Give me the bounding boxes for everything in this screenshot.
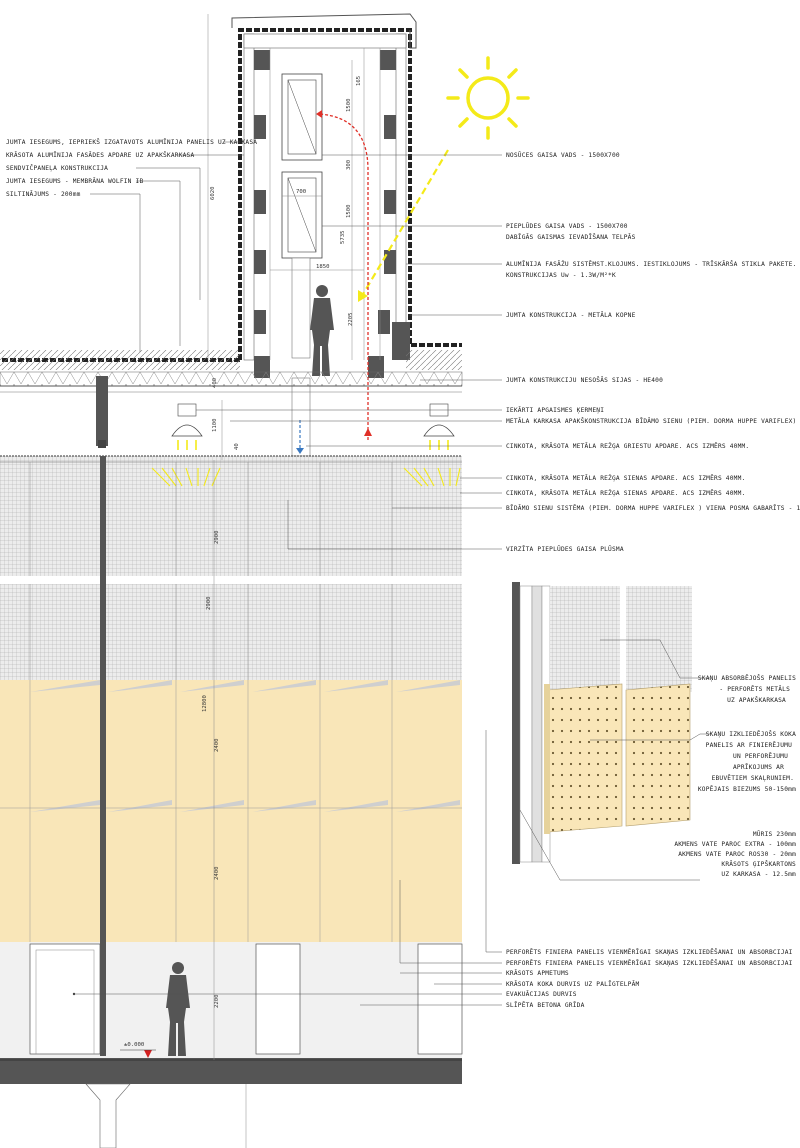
label-bottom-3: KRĀSOTA KOKA DURVIS UZ PALĪGTELPĀM: [506, 979, 640, 988]
label-right-7: IEKĀRTI APGAISMES ĶERMEŅI: [506, 405, 604, 415]
level-marker-icon: ±0.000: [120, 1042, 156, 1058]
ceiling-mesh: [0, 455, 462, 576]
dim-165: 165: [356, 76, 362, 86]
dimension-lines: 6020 165 1500 300 1500 700 5735 1850 220…: [202, 14, 362, 1060]
dim-2900b: 2900: [206, 597, 212, 610]
label-left-2: SENDVIČPANEĻA KONSTRUKCIJA: [6, 163, 108, 173]
label-bottom-5: SLĪPĒTA BETONA GRĪDA: [506, 1000, 585, 1009]
label-left-4: SILTINĀJUMS - 200mm: [6, 189, 81, 198]
label-right-13: VIRZĪTA PIEPLŪDES GAISA PLŪSMA: [506, 544, 624, 553]
label-bottom-1: PERFORĒTS FINIERA PANELIS VIENMĒRĪGAI SK…: [506, 958, 793, 968]
sun-icon: [446, 56, 530, 140]
dim-1100: 1100: [212, 419, 218, 432]
detail-label: UZ APAKŠKARKASA: [727, 695, 786, 704]
label-right-11: CINKOTA, KRĀSOTA METĀLA REŽĢA SIENAS APD…: [506, 488, 745, 498]
person-icon: [310, 285, 334, 376]
detail-label: AKMENS VATE PAROC EXTRA - 100mm: [674, 841, 796, 848]
roof-monitor: [0, 13, 462, 457]
label-right-9: CINKOTA, KRĀSOTA METĀLA REŽĢA GRIESTU AP…: [506, 441, 749, 451]
dim-2200: 2200: [214, 995, 220, 1008]
dim-1500a: 1500: [346, 99, 352, 112]
label-right-6: JUMTA KONSTRUKCIJU NESOŠĀS SIJAS - HE400: [506, 375, 663, 384]
label-left-3: JUMTA IESEGUMS - MEMBRĀNA WOLFIN IB: [6, 176, 143, 185]
dim-40: 40: [234, 443, 240, 450]
label-bottom-4: EVAKUĀCIJAS DURVIS: [506, 989, 577, 998]
left-labels: JUMTA IESEGUMS, IEPRIEKŠ IZGATAVOTS ALUM…: [6, 137, 257, 352]
detail-label: UZ KARKASA - 12.5mm: [721, 871, 796, 878]
detail-label: SKAŅU IZKLIEDĒJOŠS KOKA: [706, 729, 796, 739]
detail-label: EBUVĒTIEM SKAĻRUNIEM.: [712, 773, 794, 783]
wood-panels: [0, 680, 462, 942]
detail-label: APRĪKOJUMS AR: [733, 762, 784, 771]
wall-detail: [512, 582, 692, 864]
label-right-1: PIEPLŪDES GAISA VADS - 1500X700: [506, 221, 628, 230]
detail-label: MŪRIS 230mm: [753, 829, 796, 838]
wall-mesh: [0, 584, 462, 684]
label-right-2: DABĪGĀS GAISMAS IEVADĪŠANA TELPĀS: [506, 232, 636, 241]
detail-label: - PERFORĒTS METĀLS: [719, 684, 790, 693]
detail-label: KRĀSOTS ĢIPŠKARTONS: [721, 859, 796, 869]
label-left-1: KRĀSOTA ALUMĪNIJA FASĀDES APDARE UZ APAK…: [6, 150, 194, 159]
dim-roof-height: 6020: [210, 187, 216, 200]
dim-2900a: 2900: [214, 531, 220, 544]
label-right-3: ALUMĪNIJA FASĀŽU SISTĒMST.KLOJUMS. IESTI…: [506, 259, 800, 268]
ground-floor: [0, 942, 463, 1148]
detail-label: UN PERFORĒJUMU: [733, 751, 788, 760]
light-fixture-icon: [423, 403, 455, 450]
label-bottom-0: PERFORĒTS FINIERA PANELIS VIENMĒRĪGAI SK…: [506, 947, 793, 957]
person-icon: [166, 962, 190, 1056]
right-labels: NOSŪCES GAISA VADS - 1500X700 PIEPLŪDES …: [196, 150, 800, 553]
label-right-8: METĀLA KARKASA APAKŠKONSTRUKCIJA BĪDĀMO …: [506, 416, 800, 425]
dim-400: 400: [212, 378, 218, 388]
exhaust-air-flow: [316, 110, 372, 440]
detail-label: PANELIS AR FINIERĒJUMU: [706, 740, 792, 749]
label-right-0: NOSŪCES GAISA VADS - 1500X700: [506, 150, 620, 159]
label-right-5: JUMTA KONSTRUKCIJA - METĀLA KOPNE: [506, 310, 636, 319]
column: [100, 456, 106, 1056]
light-fixture-icon: [171, 403, 203, 450]
dim-2205: 2205: [348, 313, 354, 326]
label-bottom-2: KRĀSOTS APMETUMS: [506, 968, 569, 977]
detail-label: KOPĒJAIS BIEZUMS 50-150mm: [698, 784, 796, 793]
roof-structure: [0, 350, 463, 448]
dim-1850: 1850: [316, 264, 329, 270]
dim-300: 300: [346, 160, 352, 170]
dim-5735: 5735: [340, 231, 346, 244]
label-left-0: JUMTA IESEGUMS, IEPRIEKŠ IZGATAVOTS ALUM…: [6, 137, 257, 146]
detail-label: AKMENS VATE PAROC ROS30 - 20mm: [678, 851, 796, 858]
label-right-12: BĪDĀMO SIENU SISTĒMA (PIEM. DORMA HUPPE …: [506, 503, 800, 512]
dim-2400b: 2400: [214, 867, 220, 880]
detail-labels: SKAŅU ABSORBĒJOŠS PANELIS - PERFORĒTS ME…: [519, 639, 796, 881]
dim-2400a: 2400: [214, 739, 220, 752]
level-value: ±0.000: [124, 1042, 144, 1048]
label-right-4: KONSTRUKCIJAS Uw - 1.3W/M²*K: [506, 272, 616, 279]
dim-700: 700: [296, 189, 306, 195]
label-right-10: CINKOTA, KRĀSOTA METĀLA REŽĢA SIENAS APD…: [506, 473, 745, 483]
bottom-labels: PERFORĒTS FINIERA PANELIS VIENMĒRĪGAI SK…: [72, 730, 793, 1009]
dim-1500b: 1500: [346, 205, 352, 218]
dim-12800: 12800: [202, 695, 208, 712]
detail-label: SKAŅU ABSORBĒJOŠS PANELIS: [698, 673, 796, 683]
sunlight-beam: [358, 149, 449, 302]
